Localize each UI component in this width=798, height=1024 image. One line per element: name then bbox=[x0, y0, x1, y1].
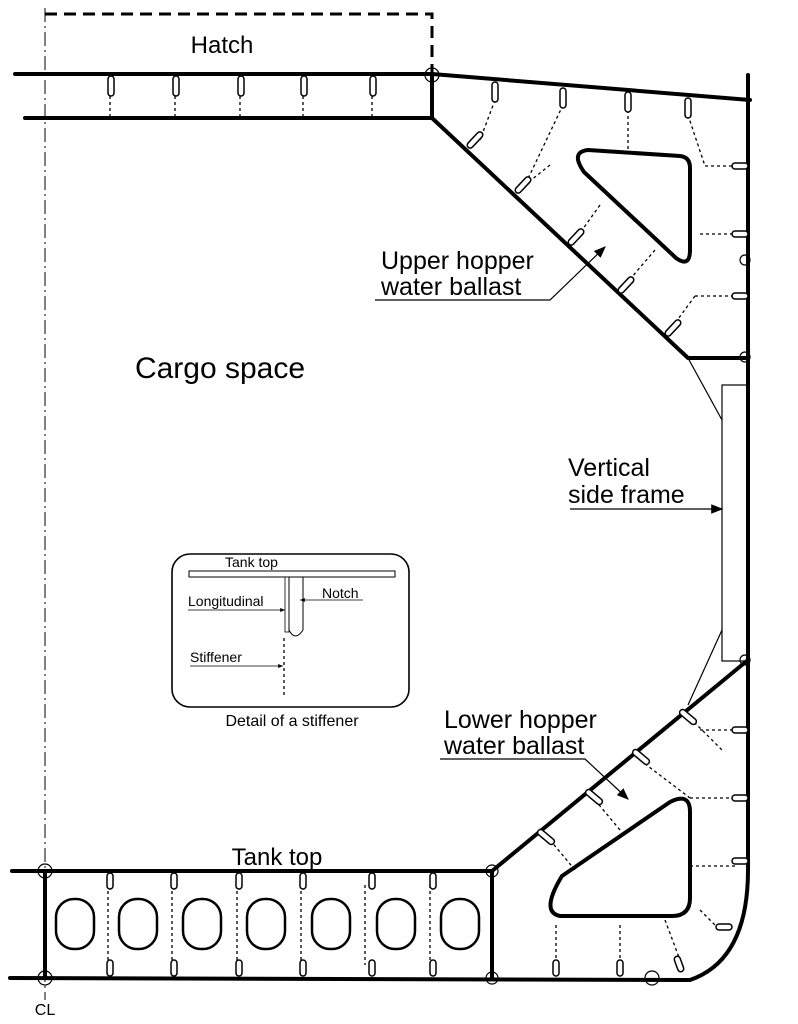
vertical-frame-label-line2: side frame bbox=[568, 481, 685, 509]
upper-hopper-label-line1: Upper hopper bbox=[381, 247, 534, 275]
detail-caption: Detail of a stiffener bbox=[225, 713, 359, 730]
detail-notch-label: Notch bbox=[322, 585, 359, 601]
detail-stiffener-label: Stiffener bbox=[190, 649, 242, 665]
lower-hull-structure bbox=[10, 654, 751, 986]
hatch-label: Hatch bbox=[191, 32, 254, 59]
upper-hopper-cutout bbox=[576, 148, 692, 264]
hatch-outline bbox=[45, 12, 434, 75]
lower-hopper-cutout bbox=[548, 796, 692, 918]
upper-hopper-leader-arrow bbox=[375, 246, 606, 301]
vertical-frame-label-line1: Vertical bbox=[568, 454, 650, 482]
cargo-space-label: Cargo space bbox=[135, 352, 305, 385]
vertical-side-frame bbox=[687, 357, 749, 706]
centerline-label: CL bbox=[35, 1002, 56, 1019]
tank-top-label: Tank top bbox=[232, 844, 323, 871]
deck-stiffeners bbox=[107, 75, 751, 363]
lower-hopper-leader-arrow bbox=[440, 758, 629, 800]
lower-hopper-label-line2: water ballast bbox=[443, 732, 584, 760]
lower-hopper-label-line1: Lower hopper bbox=[444, 706, 597, 734]
upper-hull-structure bbox=[8, 67, 752, 982]
stiffener-detail-inset: Tank top Longitudinal Notch Stiffener De… bbox=[171, 553, 410, 730]
double-bottom-lightening-holes bbox=[54, 897, 481, 951]
bottom-stiffeners bbox=[106, 708, 749, 977]
upper-hopper-label-line2: water ballast bbox=[380, 273, 521, 301]
detail-longitudinal-label: Longitudinal bbox=[188, 593, 264, 609]
detail-tank-top-label: Tank top bbox=[225, 554, 278, 570]
